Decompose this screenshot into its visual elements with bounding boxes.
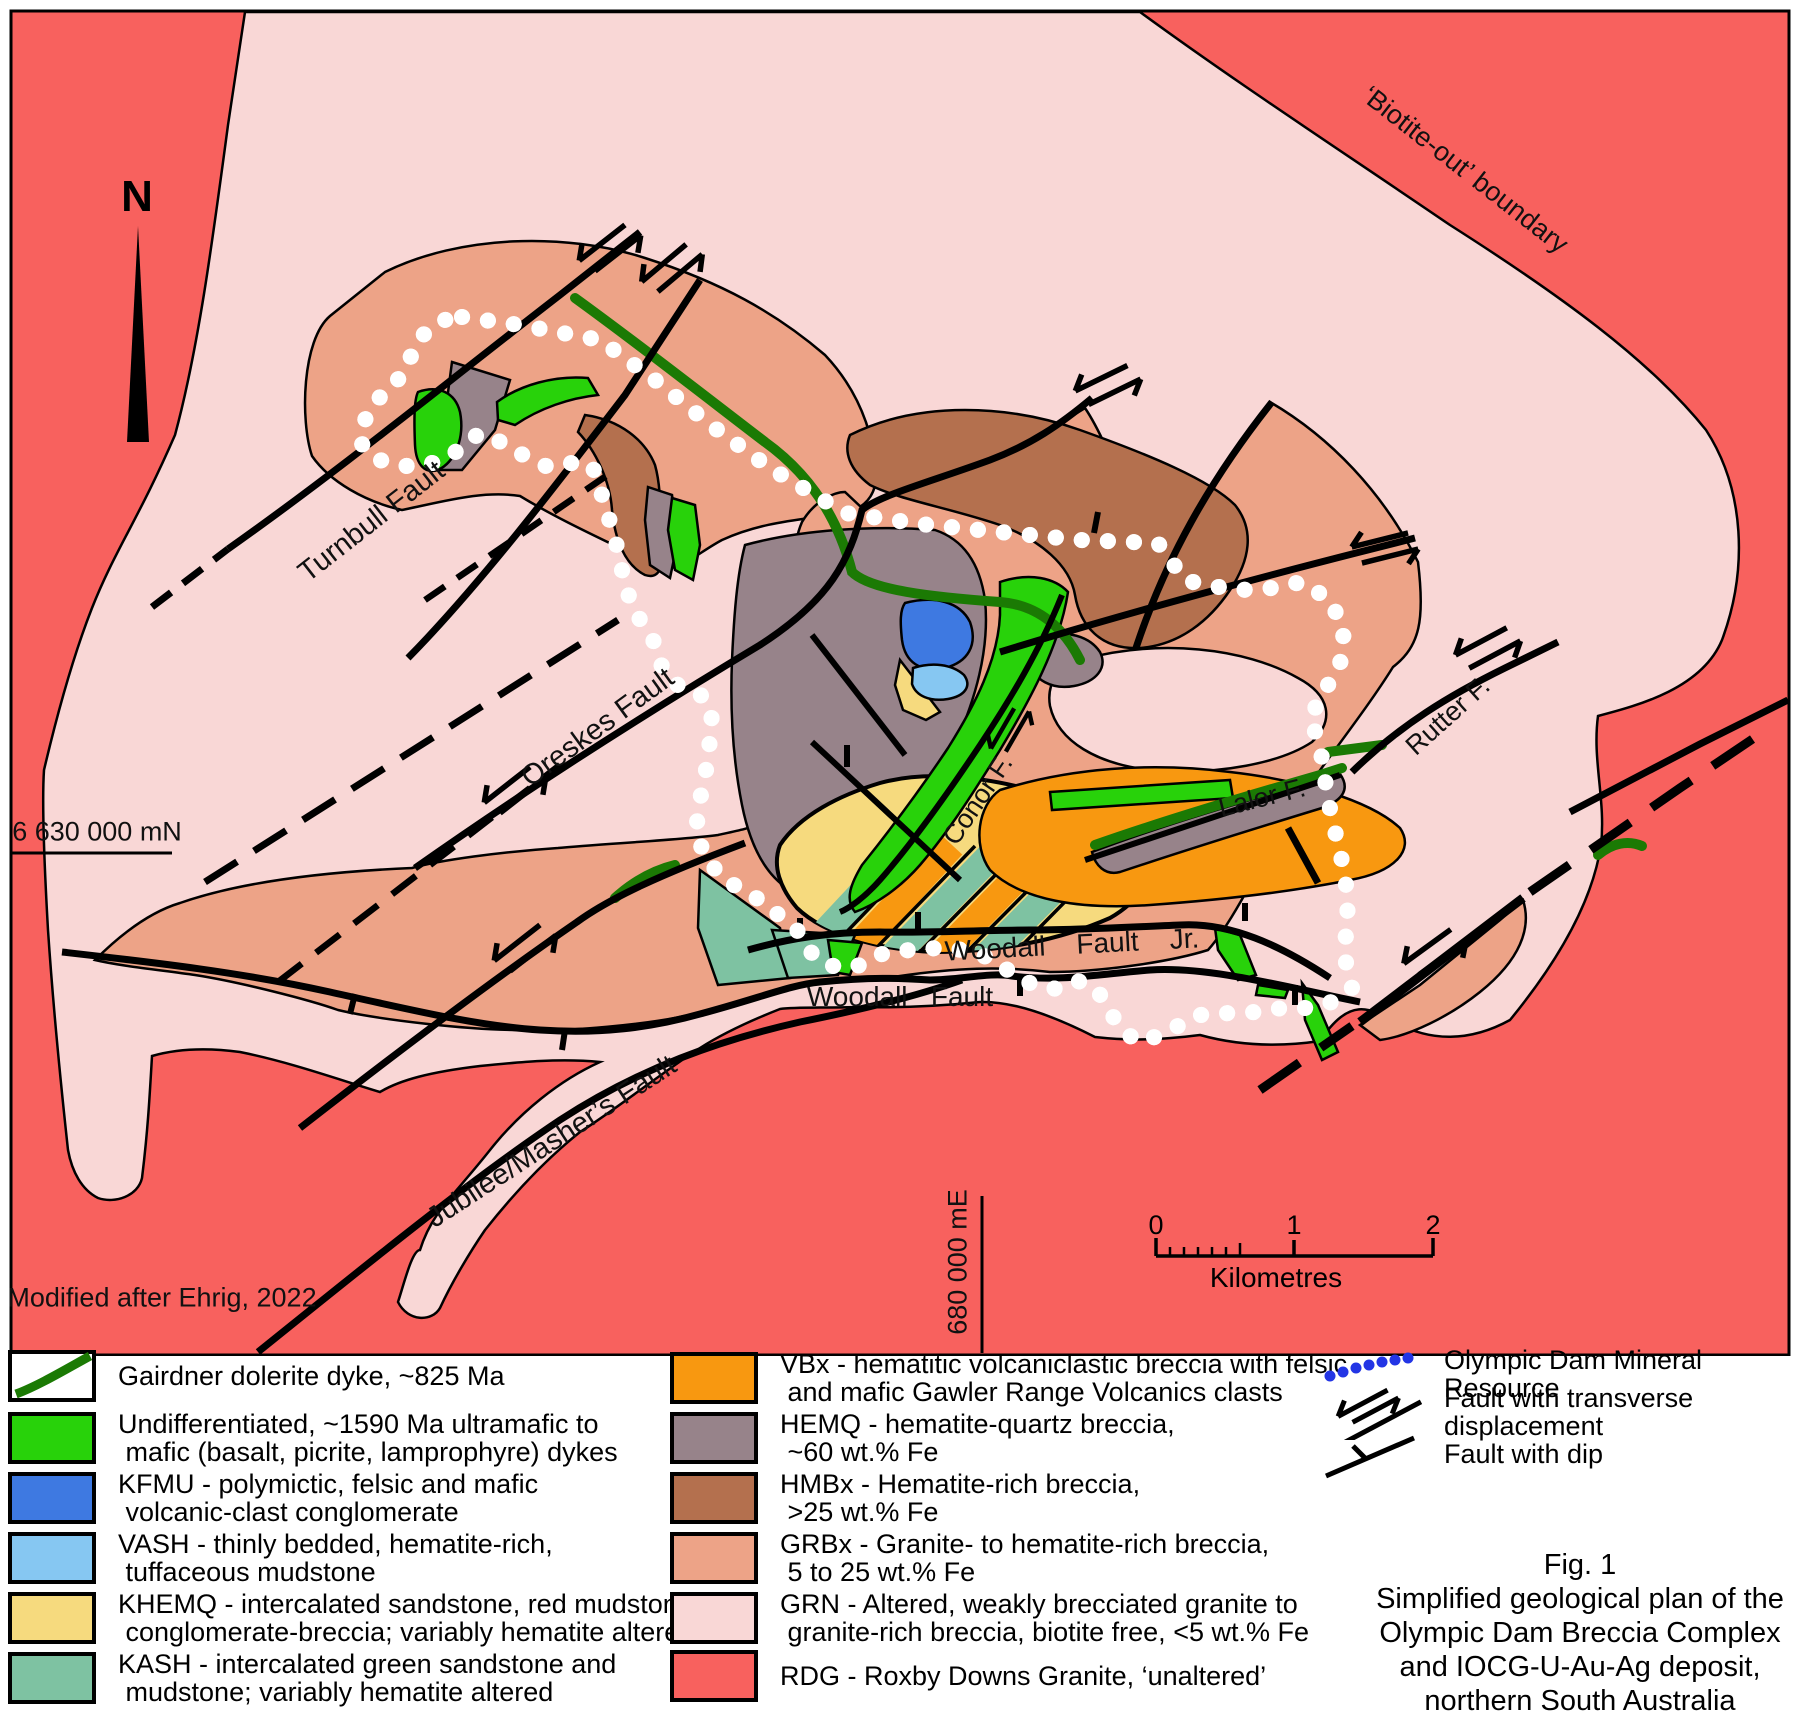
grbx-swatch [670,1532,758,1585]
kash-swatch [8,1652,96,1705]
caption-line: Fig. 1 [1543,1549,1617,1581]
legend-item-fault-dip: Fault with dip [1322,1426,1603,1482]
caption-line: and IOCG-U-Au-Ag deposit, [1399,1651,1761,1683]
legend-item-hmbx: HMBx - Hematite-rich breccia, >25 wt.% F… [670,1470,1140,1526]
transverse-displacement-symbols [481,222,1524,977]
caption-line: Olympic Dam Breccia Complex [1379,1617,1781,1649]
mineral-resource-outline [354,309,1360,1050]
region-kash-wedge1 [696,867,792,987]
map-border [9,9,1791,1356]
legend-item-kash: KASH - intercalated green sandstone and … [8,1650,616,1706]
rdg-swatch [670,1650,758,1702]
vbx-swatch [670,1352,758,1405]
legend-item-dykes: Undifferentiated, ~1590 Ma ultramafic to… [8,1410,618,1466]
hemq-swatch [670,1412,758,1465]
khemq-swatch [8,1592,96,1645]
region-grn-window [1048,646,1328,773]
legend-item-resource: Olympic Dam Mineral Resource [1322,1346,1800,1402]
geological-map [9,9,1791,1356]
scale-tick-0: 0 [1148,1210,1164,1240]
scale-bar [1154,1238,1435,1258]
resource-line-icon [1322,1346,1422,1402]
scale-tick-2: 2 [1425,1210,1441,1240]
legend-item-fault-transverse: Fault with transverse displacement [1322,1384,1800,1450]
region-vash [910,663,969,701]
legend-item-khemq: KHEMQ - intercalated sandstone, red muds… [8,1590,700,1646]
vash-swatch [8,1532,96,1585]
fault-dip-icon [1322,1426,1422,1482]
legend-item-gairdner: Gairdner dolerite dyke, ~825 Ma [8,1350,504,1402]
kfmu-swatch [8,1472,96,1525]
region-kfmu [899,598,974,671]
scale-unit: Kilometres [1209,1262,1343,1293]
gairdner-dyke-swatch [8,1350,96,1402]
legend-item-grn: GRN - Altered, weakly brecciated granite… [670,1590,1309,1646]
label-woodall-fault: Woodall Fault [806,981,994,1012]
region-hmbx-main [846,408,1249,650]
legend-item-kfmu: KFMU - polymictic, felsic and mafic volc… [8,1470,538,1526]
label-easting: 680 000 mE [942,1189,973,1335]
fault-transverse-icon [1322,1384,1423,1450]
label-credit: Modified after Ehrig, 2022 [7,1282,317,1313]
legend-item-hemq: HEMQ - hematite-quartz breccia, ~60 wt.%… [670,1410,1175,1466]
hmbx-swatch [670,1472,758,1525]
figure-caption: Fig. 1 Simplified geological plan of the… [1340,1548,1800,1718]
north-letter: N [121,172,153,221]
legend-item-vbx: VBx - hematitic volcaniclastic breccia w… [670,1350,1347,1406]
dykes-swatch [8,1412,96,1465]
legend-item-vash: VASH - thinly bedded, hematite-rich, tuf… [8,1530,553,1586]
grn-swatch [670,1592,758,1645]
caption-line: northern South Australia [1424,1685,1736,1717]
region-grbx-se [1357,897,1528,1042]
caption-line: Simplified geological plan of the [1376,1583,1784,1615]
label-northing: 6 630 000 mN [12,816,182,847]
north-arrow [127,226,149,442]
scale-tick-1: 1 [1286,1210,1302,1240]
legend-item-grbx: GRBx - Granite- to hematite-rich breccia… [670,1530,1269,1586]
legend-item-rdg: RDG - Roxby Downs Granite, ‘unaltered’ [670,1650,1266,1702]
